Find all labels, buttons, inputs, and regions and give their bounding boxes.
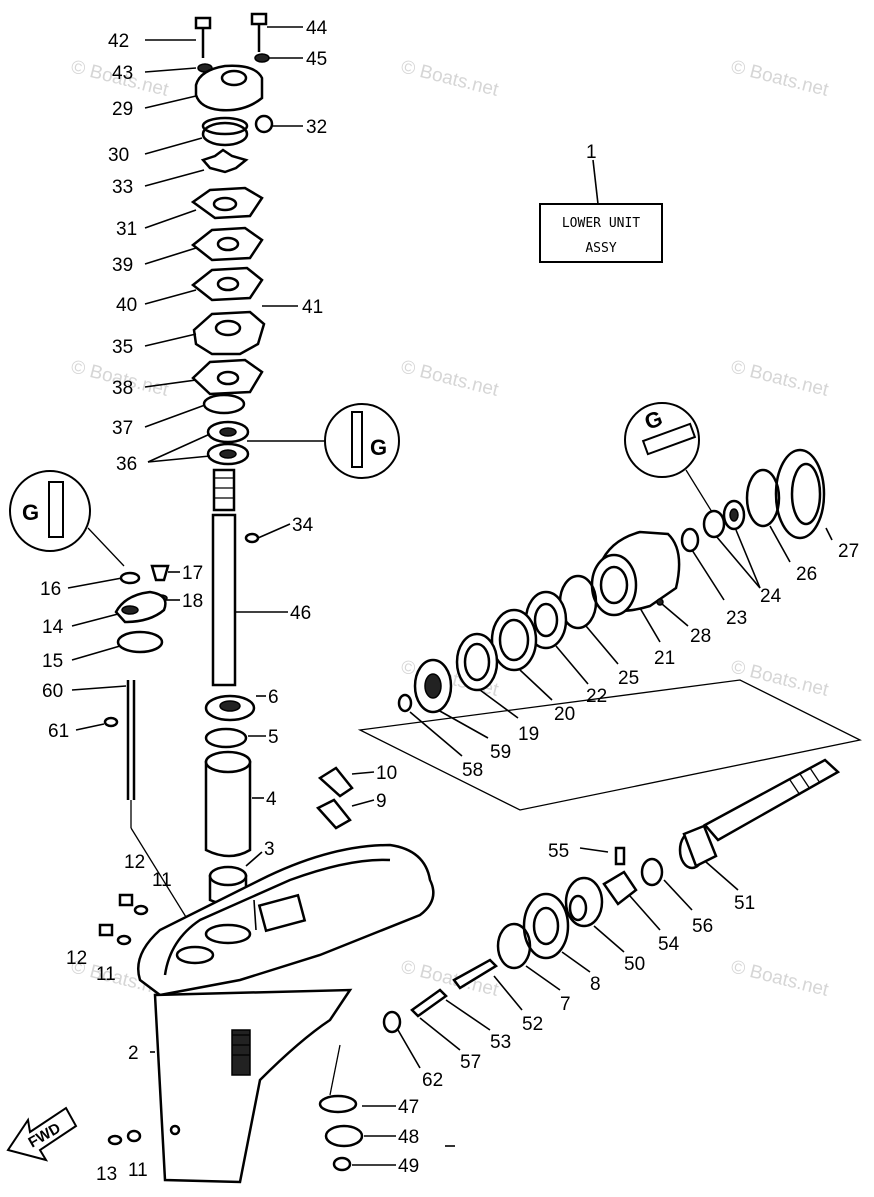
- callout-18: 18: [182, 591, 203, 612]
- pads-9-10: [315, 766, 354, 830]
- callout-54: 54: [658, 934, 680, 955]
- gc-mark: G: [370, 435, 387, 460]
- callout-10: 10: [376, 763, 397, 784]
- callout-3: 3: [264, 839, 275, 860]
- callout-29: 29: [112, 99, 133, 120]
- callout-33: 33: [112, 177, 133, 198]
- callout-39: 39: [112, 255, 133, 276]
- callout-40: 40: [116, 295, 137, 316]
- callout-4: 4: [266, 789, 277, 810]
- gc-mark: G: [22, 500, 39, 525]
- fwd-arrow: FWD: [6, 1106, 78, 1162]
- callout-61: 61: [48, 721, 69, 742]
- callout-32: 32: [306, 117, 327, 138]
- water-pump-parts: [190, 12, 274, 466]
- callout-55: 55: [548, 841, 569, 862]
- callout-28: 28: [690, 626, 711, 647]
- watermark: © Boats.net: [399, 356, 501, 401]
- callout-47: 47: [398, 1097, 419, 1118]
- callout-6: 6: [268, 687, 279, 708]
- watermark: © Boats.net: [729, 56, 831, 101]
- callout-44: 44: [306, 18, 328, 39]
- callout-15: 15: [42, 651, 63, 672]
- callout-53: 53: [490, 1032, 511, 1053]
- callout-30: 30: [108, 145, 129, 166]
- callout-23: 23: [726, 608, 747, 629]
- callout-49: 49: [398, 1156, 419, 1177]
- callout-13: 13: [96, 1164, 117, 1185]
- callout-48: 48: [398, 1127, 419, 1148]
- callout-42: 42: [108, 31, 129, 52]
- callout-31: 31: [116, 219, 137, 240]
- callout-56: 56: [692, 916, 713, 937]
- callout-35: 35: [112, 337, 133, 358]
- callout-34: 34: [292, 515, 314, 536]
- callout-9: 9: [376, 791, 387, 812]
- callout-62: 62: [422, 1070, 443, 1091]
- leader-lines: [67, 26, 833, 1166]
- callout-45: 45: [306, 49, 327, 70]
- callout-57: 57: [460, 1052, 481, 1073]
- shift-rod-parts: G: [9, 470, 195, 931]
- callout-11c: 11: [128, 1160, 148, 1181]
- lower-unit-assy-box: LOWER UNIT ASSY: [539, 159, 663, 263]
- callout-52: 52: [522, 1014, 543, 1035]
- callout-25: 25: [618, 668, 639, 689]
- callout-43: 43: [112, 63, 133, 84]
- callout-59: 59: [490, 742, 511, 763]
- callout-26: 26: [796, 564, 817, 585]
- callout-11a: 11: [152, 870, 172, 891]
- callout-36: 36: [116, 454, 137, 475]
- watermark: © Boats.net: [729, 656, 831, 701]
- callout-58: 58: [462, 760, 483, 781]
- callout-2: 2: [128, 1043, 139, 1064]
- callout-labels: 42 44 43 45 29 32 30 33 31 39 40 41 35 3…: [40, 18, 859, 1185]
- watermark: © Boats.net: [729, 356, 831, 401]
- callout-24: 24: [760, 586, 782, 607]
- watermark: © Boats.net: [729, 956, 831, 1001]
- callout-50: 50: [624, 954, 645, 975]
- callout-7: 7: [560, 994, 571, 1015]
- callout-19: 19: [518, 724, 539, 745]
- callout-60: 60: [42, 681, 63, 702]
- callout-22: 22: [586, 686, 607, 707]
- prop-shaft-housing-parts: G: [357, 402, 862, 811]
- lower-case-housing: [98, 843, 435, 1184]
- callout-46: 46: [290, 603, 311, 624]
- callout-21: 21: [654, 648, 675, 669]
- callout-17: 17: [182, 563, 203, 584]
- callout-51: 51: [734, 893, 755, 914]
- callout-38: 38: [112, 378, 133, 399]
- propeller-shaft-parts: [318, 758, 841, 1172]
- callout-16: 16: [40, 579, 61, 600]
- callout-12b: 12: [66, 948, 87, 969]
- watermark: © Boats.net: [399, 56, 501, 101]
- callout-5: 5: [268, 727, 279, 748]
- callout-41: 41: [302, 297, 323, 318]
- callout-37: 37: [112, 418, 133, 439]
- callout-1: 1: [586, 142, 597, 163]
- drive-shaft: [204, 468, 260, 906]
- box-line2: ASSY: [585, 241, 616, 256]
- box-line1: LOWER UNIT: [562, 216, 640, 231]
- callout-27: 27: [838, 541, 859, 562]
- callout-8: 8: [590, 974, 601, 995]
- callout-20: 20: [554, 704, 575, 725]
- callout-14: 14: [42, 617, 64, 638]
- callout-12a: 12: [124, 852, 145, 873]
- grease-detail-circle-36: G: [247, 403, 400, 479]
- callout-11b: 11: [96, 964, 116, 985]
